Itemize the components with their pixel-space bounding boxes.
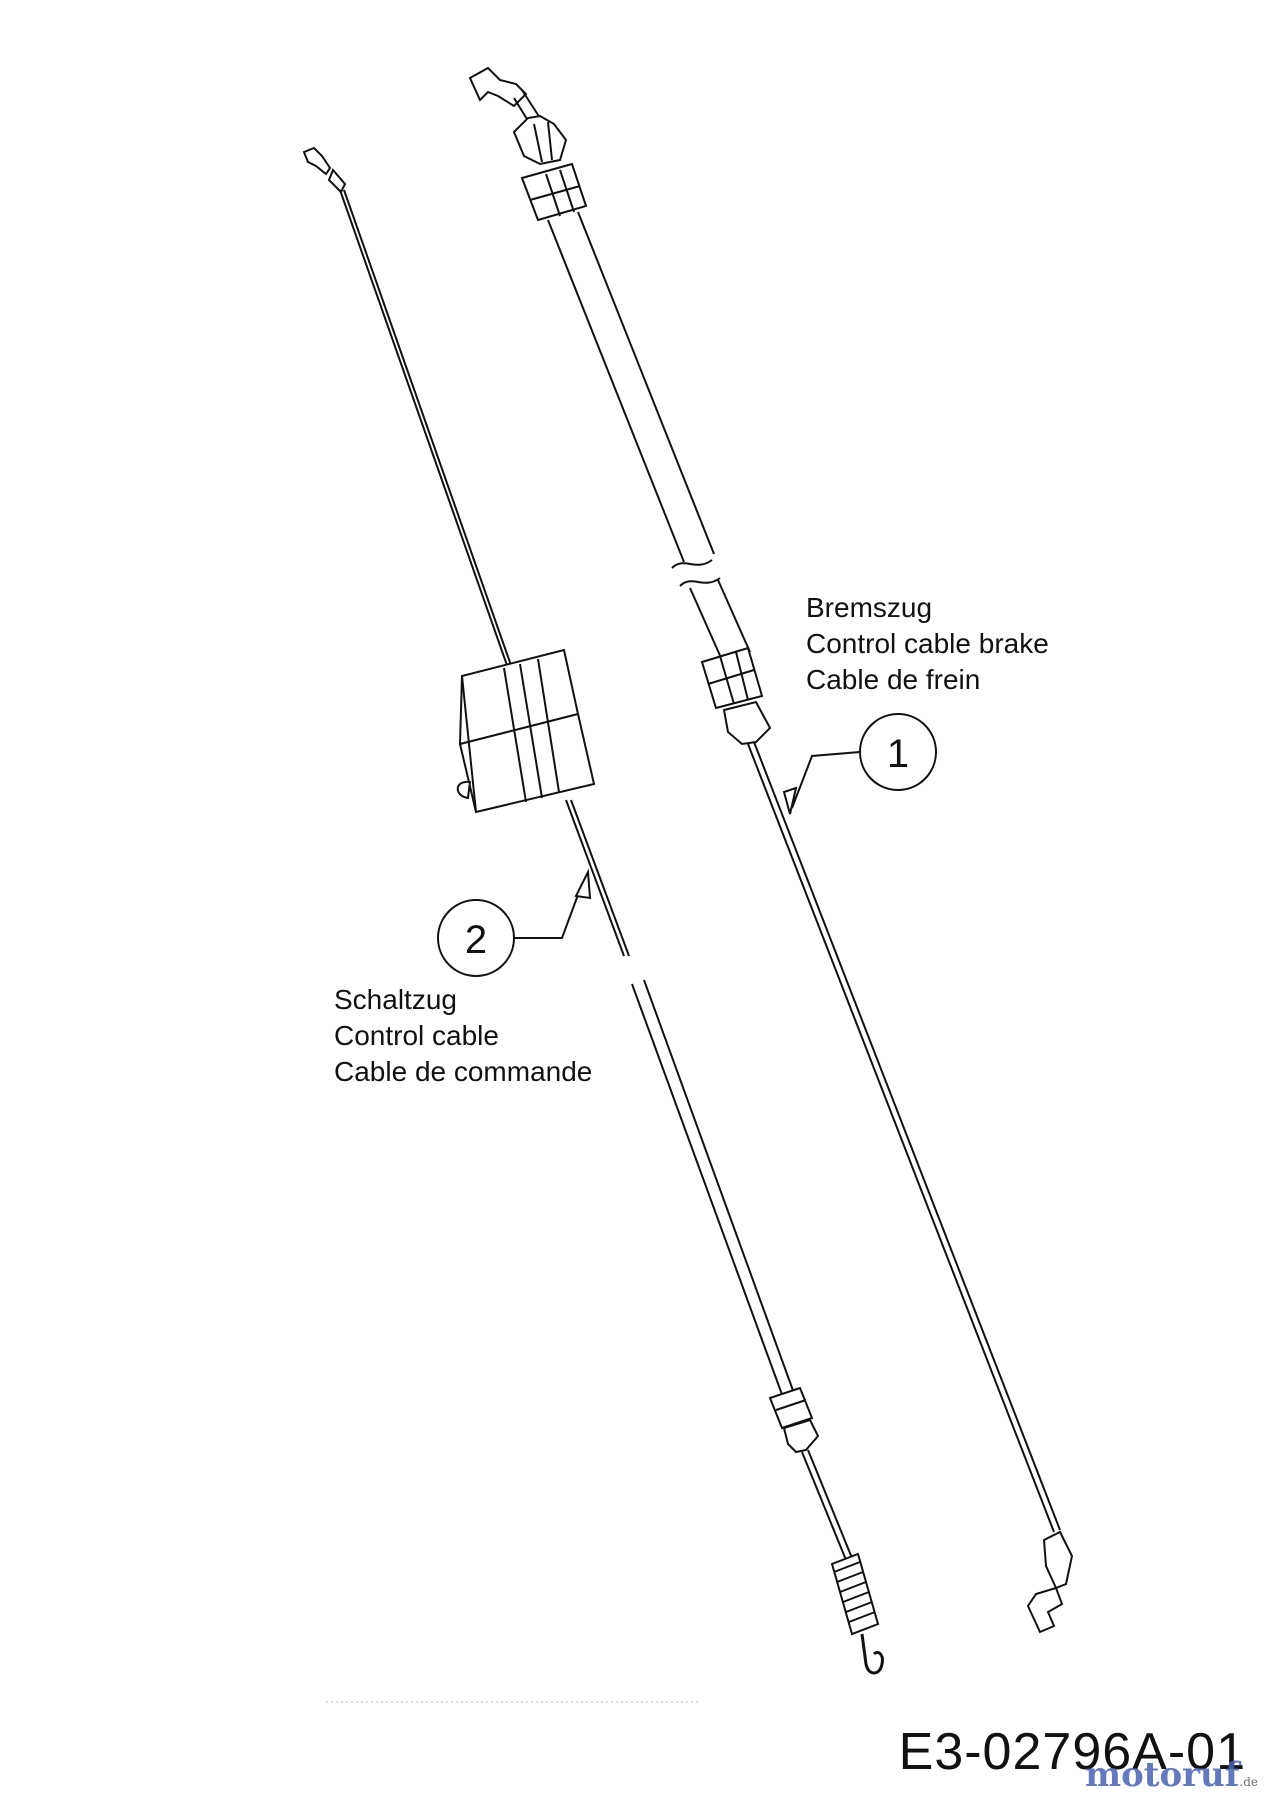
callout-2-leader	[514, 883, 583, 939]
watermark-text: motoruf	[1085, 1755, 1240, 1795]
brake-cable-bottom-ferrule	[1042, 1530, 1074, 1590]
callout-2-number: 2	[465, 918, 487, 962]
brake-cable-sheath-upper	[547, 219, 685, 563]
callout-1-label-en: Control cable brake	[806, 628, 1049, 659]
watermark-suffix: .de	[1239, 1775, 1258, 1789]
control-cable-2	[302, 146, 884, 1675]
control-cable-top-hook	[302, 146, 332, 176]
brake-cable-top-hook	[468, 66, 528, 108]
callout-1-number: 1	[887, 732, 909, 776]
control-cable-lower-clip	[782, 1418, 820, 1454]
callout-2-label: Schaltzug Control cable Cable de command…	[334, 982, 592, 1090]
part-code: E3-02796A-01	[898, 1723, 1246, 1781]
control-cable-wire-mid	[565, 799, 625, 957]
control-cable-top-ferrule	[327, 168, 347, 194]
control-cable-end-hook	[860, 1633, 884, 1675]
brake-cable-bottom-hook	[1026, 1586, 1064, 1634]
brake-cable-1	[468, 66, 1074, 1634]
callout-1-label: Bremszug Control cable brake Cable de fr…	[806, 590, 1049, 698]
callout-2-arrowhead	[574, 868, 592, 900]
brake-cable-wire	[747, 743, 1055, 1533]
callout-2: 2	[437, 868, 592, 977]
control-cable-sheath-lower	[631, 983, 785, 1401]
control-cable-wire-upper	[339, 189, 523, 709]
callout-1-label-de: Bremszug	[806, 592, 933, 623]
brake-cable-break-mark	[671, 559, 721, 587]
control-cable-clamp	[456, 648, 596, 814]
callout-2-label-de: Schaltzug	[334, 984, 457, 1015]
watermark-logo: motoruf.de	[1085, 1755, 1258, 1795]
callout-1-label-fr: Cable de frein	[806, 664, 981, 695]
control-cable-spring	[830, 1552, 880, 1636]
brake-cable-lower-clip	[722, 700, 772, 746]
callout-1-arrowhead	[782, 786, 798, 815]
control-cable-lower-nut	[768, 1386, 814, 1430]
brake-cable-top-nut	[520, 162, 588, 222]
callout-2-label-en: Control cable	[334, 1020, 499, 1051]
callout-1-leader	[791, 751, 861, 809]
callout-2-label-fr: Cable de commande	[334, 1056, 593, 1087]
brake-cable-top-clip	[512, 114, 568, 166]
callout-1: 1	[782, 713, 937, 815]
